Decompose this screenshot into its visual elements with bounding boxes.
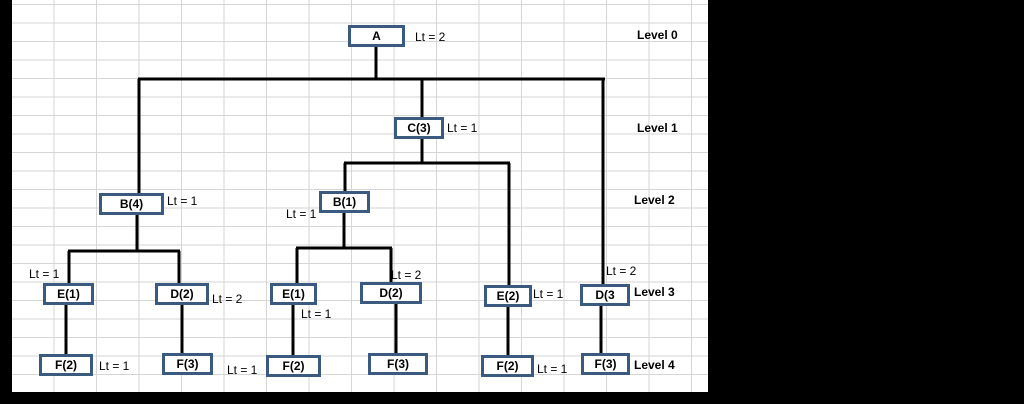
lt-label-b1: Lt = 1 bbox=[286, 207, 317, 221]
level-label-2: Level 2 bbox=[634, 193, 675, 207]
node-e1b: E(1) bbox=[270, 283, 317, 305]
lt-label-c3: Lt = 1 bbox=[447, 121, 478, 135]
lt-label-e1a: Lt = 1 bbox=[29, 267, 60, 281]
node-e2: E(2) bbox=[484, 285, 532, 307]
node-f2c: F(2) bbox=[481, 355, 534, 377]
lt-label-f2a: Lt = 1 bbox=[99, 359, 130, 373]
node-f3b: F(3) bbox=[368, 353, 428, 375]
lt-label-d2a: Lt = 2 bbox=[212, 292, 243, 306]
lt-label-f2b: Lt = 1 bbox=[227, 363, 258, 377]
lt-label-f2c: Lt = 1 bbox=[537, 362, 568, 376]
lt-label-d3: Lt = 2 bbox=[606, 264, 637, 278]
node-f3c: F(3) bbox=[581, 353, 630, 375]
lt-label-e1b: Lt = 1 bbox=[301, 307, 332, 321]
node-c3: C(3) bbox=[394, 117, 444, 139]
lt-label-d2b: Lt = 2 bbox=[391, 268, 422, 282]
node-a: A bbox=[348, 25, 405, 47]
node-f2b: F(2) bbox=[266, 355, 321, 377]
node-f3a: F(3) bbox=[162, 353, 213, 375]
lt-label-e2: Lt = 1 bbox=[533, 287, 564, 301]
level-label-1: Level 1 bbox=[637, 121, 678, 135]
lt-label-b4: Lt = 1 bbox=[167, 194, 198, 208]
level-label-3: Level 3 bbox=[634, 285, 675, 299]
level-label-4: Level 4 bbox=[634, 358, 675, 372]
node-b4: B(4) bbox=[99, 193, 164, 215]
node-b1: B(1) bbox=[319, 191, 370, 213]
node-d2a: D(2) bbox=[155, 283, 209, 305]
lt-label-a: Lt = 2 bbox=[415, 30, 446, 44]
node-e1a: E(1) bbox=[43, 283, 94, 305]
node-d2b: D(2) bbox=[360, 282, 422, 304]
node-f2a: F(2) bbox=[39, 354, 93, 376]
level-label-0: Level 0 bbox=[637, 28, 678, 42]
node-d3: D(3 bbox=[580, 284, 630, 306]
